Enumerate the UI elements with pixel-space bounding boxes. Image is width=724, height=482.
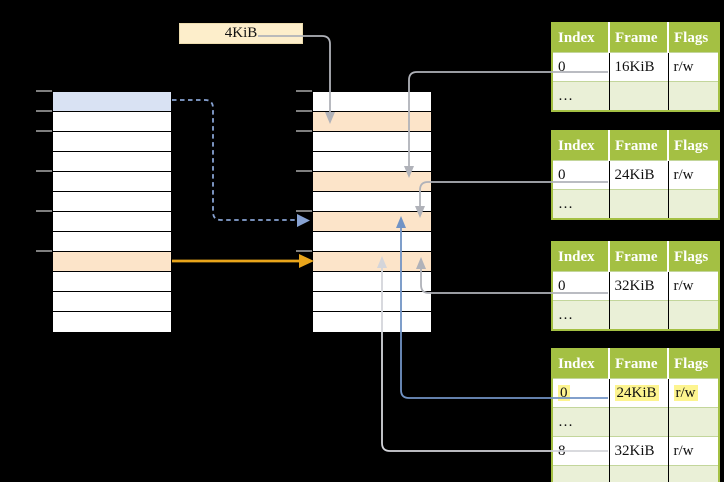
page-table-1: Index Frame Flags 0 16KiB r/w …: [551, 22, 720, 112]
memory-row: [53, 112, 171, 132]
col-header-index: Index: [552, 242, 609, 272]
memory-row: [313, 312, 431, 332]
memory-row: [53, 212, 171, 232]
table-cell-index: 8: [552, 436, 609, 466]
table-row-ellipsis: …: [552, 81, 719, 111]
memory-row-highlight-peach: [313, 252, 431, 272]
table-cell-index: 0: [552, 271, 609, 301]
memory-row-highlight-peach: [313, 112, 431, 132]
table-row-ellipsis: …: [552, 300, 719, 330]
memory-row-highlight-peach: [53, 252, 171, 272]
page-table-4: Index Frame Flags 0 24KiB r/w … 8 32KiB …: [551, 348, 720, 482]
page-table-3: Index Frame Flags 0 32KiB r/w …: [551, 241, 720, 331]
table-cell-index: …: [552, 407, 609, 437]
table-row: 8 32KiB r/w: [552, 436, 719, 466]
col-header-index: Index: [552, 23, 609, 53]
highlight-mark: r/w: [673, 384, 698, 401]
table-cell-flags: r/w: [667, 271, 719, 301]
table-cell-frame: [608, 465, 668, 482]
memory-row: [313, 272, 431, 292]
table-cell-flags: r/w: [667, 378, 719, 408]
table-cell-flags: [667, 189, 719, 219]
memory-row: [313, 152, 431, 172]
col-header-flags: Flags: [667, 23, 719, 53]
memory-row: [53, 312, 171, 332]
table-cell-flags: [667, 407, 719, 437]
table-cell-index: 0: [552, 52, 609, 82]
table-cell-index: 0: [552, 378, 609, 408]
virtual-memory-column: [52, 91, 172, 333]
memory-row-highlight-peach: [313, 172, 431, 192]
table-cell-index: 0: [552, 160, 609, 190]
col-header-frame: Frame: [608, 23, 668, 53]
table-cell-frame: [608, 407, 668, 437]
memory-row: [313, 92, 431, 112]
col-header-flags: Flags: [667, 349, 719, 379]
col-header-frame: Frame: [608, 242, 668, 272]
memory-row: [313, 292, 431, 312]
col-header-index: Index: [552, 131, 609, 161]
memory-row: [53, 192, 171, 212]
table-cell-flags: r/w: [667, 436, 719, 466]
table-cell-flags: [667, 81, 719, 111]
table-cell-flags: [667, 300, 719, 330]
table-cell-frame: [608, 81, 668, 111]
table-cell-frame: 16KiB: [608, 52, 668, 82]
memory-row: [53, 272, 171, 292]
table-cell-frame: 24KiB: [608, 160, 668, 190]
memory-row: [53, 232, 171, 252]
highlight-mark: 0: [558, 384, 570, 401]
col-header-frame: Frame: [608, 131, 668, 161]
arrowhead-right-icon: [297, 214, 310, 227]
memory-row: [53, 292, 171, 312]
table-cell-frame: [608, 189, 668, 219]
highlight-mark: 24KiB: [614, 384, 659, 401]
table-cell-index: …: [552, 300, 609, 330]
table-row: 0 16KiB r/w: [552, 52, 719, 82]
table-cell-frame: 24KiB: [608, 378, 668, 408]
table-row-highlighted: 0 24KiB r/w: [552, 378, 719, 408]
table-cell-frame: 32KiB: [608, 436, 668, 466]
table-header-row: Index Frame Flags: [552, 23, 719, 53]
physical-memory-column: [312, 91, 432, 333]
memory-row: [53, 132, 171, 152]
table-row-ellipsis: …: [552, 407, 719, 437]
memory-row: [313, 232, 431, 252]
page-table-2: Index Frame Flags 0 24KiB r/w …: [551, 130, 720, 220]
table-cell-index: …: [552, 189, 609, 219]
table-row: 0 32KiB r/w: [552, 271, 719, 301]
table-header-row: Index Frame Flags: [552, 349, 719, 379]
memory-row: [53, 152, 171, 172]
memory-row: [313, 192, 431, 212]
col-header-index: Index: [552, 349, 609, 379]
table-cell-index: …: [552, 81, 609, 111]
table-cell-frame: 32KiB: [608, 271, 668, 301]
col-header-flags: Flags: [667, 131, 719, 161]
col-header-flags: Flags: [667, 242, 719, 272]
table-row-ellipsis: …: [552, 189, 719, 219]
memory-row: [53, 172, 171, 192]
table-cell-flags: r/w: [667, 160, 719, 190]
col-header-frame: Frame: [608, 349, 668, 379]
table-cell-index: …: [552, 465, 609, 482]
table-row-ellipsis: …: [552, 465, 719, 482]
table-header-row: Index Frame Flags: [552, 242, 719, 272]
arrow-virtual-row-0-to-physical-row-6: [172, 99, 296, 221]
memory-row-highlight-blue: [53, 92, 171, 112]
table-header-row: Index Frame Flags: [552, 131, 719, 161]
table-cell-flags: r/w: [667, 52, 719, 82]
memory-row: [313, 132, 431, 152]
page-size-label: 4KiB: [179, 23, 303, 44]
table-row: 0 24KiB r/w: [552, 160, 719, 190]
table-cell-flags: [667, 465, 719, 482]
table-cell-frame: [608, 300, 668, 330]
memory-row-highlight-peach: [313, 212, 431, 232]
